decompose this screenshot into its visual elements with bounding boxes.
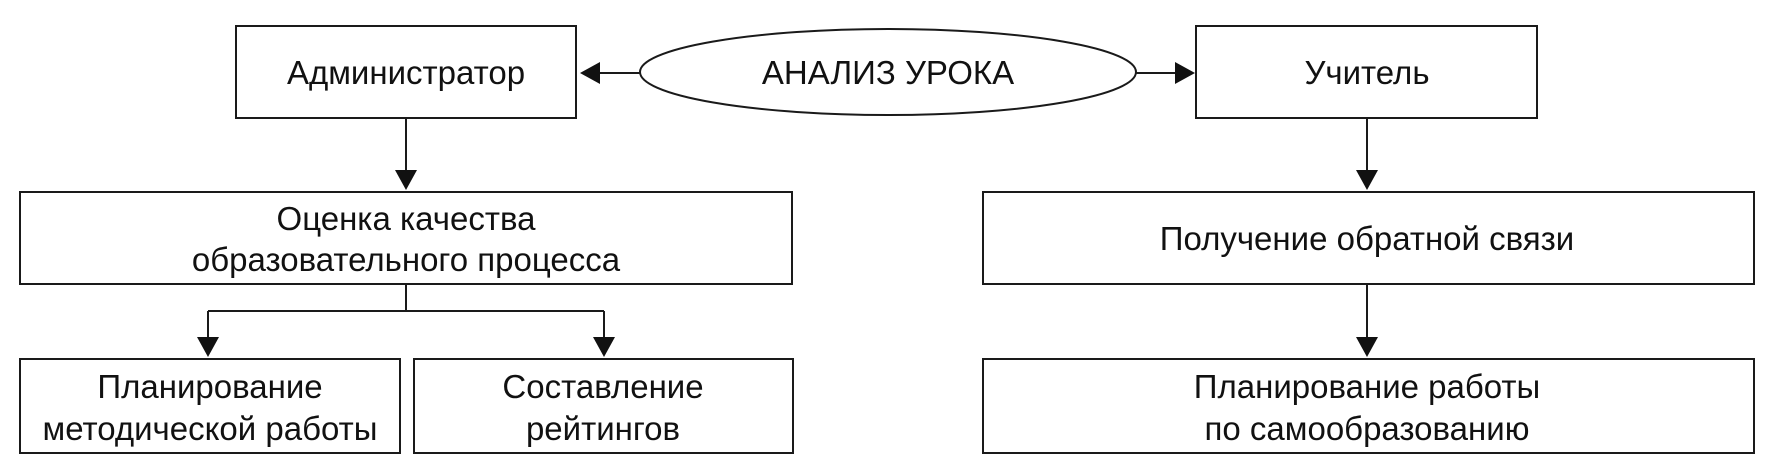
self-education-planning-box	[982, 358, 1755, 454]
methodical-planning-node: Планирование методической работы	[19, 358, 401, 454]
arrowhead-teacher	[1175, 62, 1195, 84]
arrowhead-quality	[395, 170, 417, 190]
ratings-line1: Составление	[502, 368, 703, 405]
administrator-node: Администратор	[235, 25, 577, 119]
ratings-node: Составление рейтингов	[413, 358, 794, 454]
root-ellipse	[639, 28, 1137, 116]
self-education-planning-line1: Планирование работы	[1194, 368, 1540, 405]
methodical-planning-box	[19, 358, 401, 454]
root-node: АНАЛИЗ УРОКА	[639, 28, 1137, 116]
quality-assessment-box	[19, 191, 793, 285]
arrowhead-feedback	[1356, 170, 1378, 190]
feedback-box	[982, 191, 1755, 285]
teacher-box	[1195, 25, 1538, 119]
teacher-node: Учитель	[1195, 25, 1538, 119]
connectors	[197, 62, 1378, 357]
quality-assessment-line2: образовательного процесса	[192, 241, 621, 278]
methodical-planning-line1: Планирование	[97, 368, 322, 405]
arrowhead-self-education	[1356, 337, 1378, 357]
feedback-label: Получение обратной связи	[1160, 220, 1574, 257]
self-education-planning-node: Планирование работы по самообразованию	[982, 358, 1755, 454]
feedback-node: Получение обратной связи	[982, 191, 1755, 285]
root-label: АНАЛИЗ УРОКА	[762, 54, 1014, 91]
arrowhead-planning	[197, 337, 219, 357]
quality-assessment-line1: Оценка качества	[277, 200, 537, 237]
ratings-box	[413, 358, 794, 454]
self-education-planning-line2: по самообразованию	[1205, 410, 1530, 447]
administrator-label: Администратор	[287, 54, 525, 91]
ratings-line2: рейтингов	[526, 410, 680, 447]
quality-assessment-node: Оценка качества образовательного процесс…	[19, 191, 793, 285]
methodical-planning-line2: методической работы	[43, 410, 378, 447]
arrowhead-ratings	[593, 337, 615, 357]
arrowhead-administrator	[580, 62, 600, 84]
administrator-box	[235, 25, 577, 119]
teacher-label: Учитель	[1304, 54, 1429, 91]
